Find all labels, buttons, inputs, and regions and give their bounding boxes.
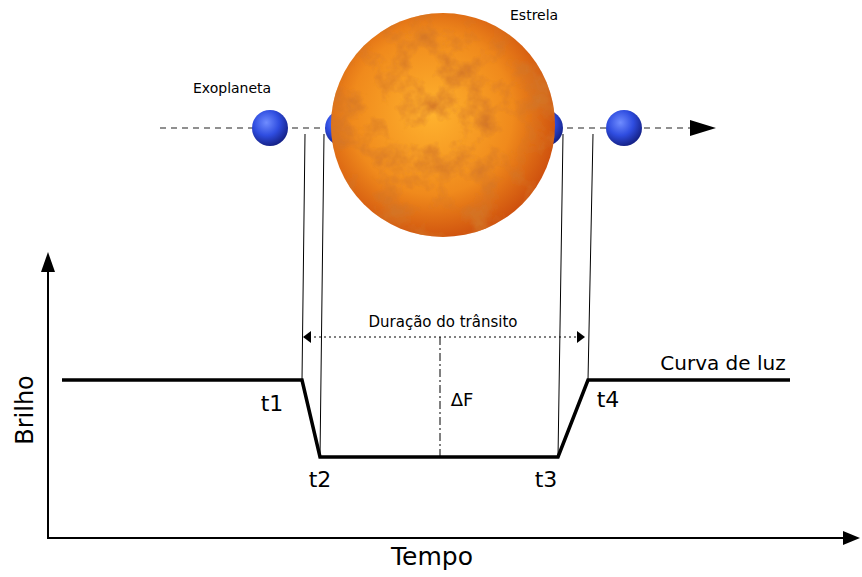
node-heading: Estrela [510,7,558,23]
time-marker: t2 [309,468,332,492]
duration-arrowhead [577,331,585,343]
y-axis [47,270,49,538]
axis-title: Brilho [12,375,38,445]
time-marker: t3 [535,468,558,492]
star-body: Estrela [325,5,562,245]
star-shape [325,5,561,245]
duration-arrowhead [303,331,311,343]
duration-line [304,337,584,338]
duration-label: Duração do trânsito [368,314,517,331]
x-axis-arrowhead [843,531,860,545]
depth-label: ΔF [451,390,474,410]
orbit-arrowhead [690,120,716,136]
depth-line [440,337,441,457]
curve-label: Curva de luz [660,352,785,374]
y-axis-arrowhead [41,252,55,272]
light-curve [62,380,790,457]
time-marker: t1 [261,392,284,416]
axis-title: Tempo [391,543,473,571]
time-marker: t4 [597,388,620,412]
exoplanet: Exoplaneta [190,78,305,150]
node-heading: Exoplaneta [193,80,271,96]
x-axis [47,537,845,539]
